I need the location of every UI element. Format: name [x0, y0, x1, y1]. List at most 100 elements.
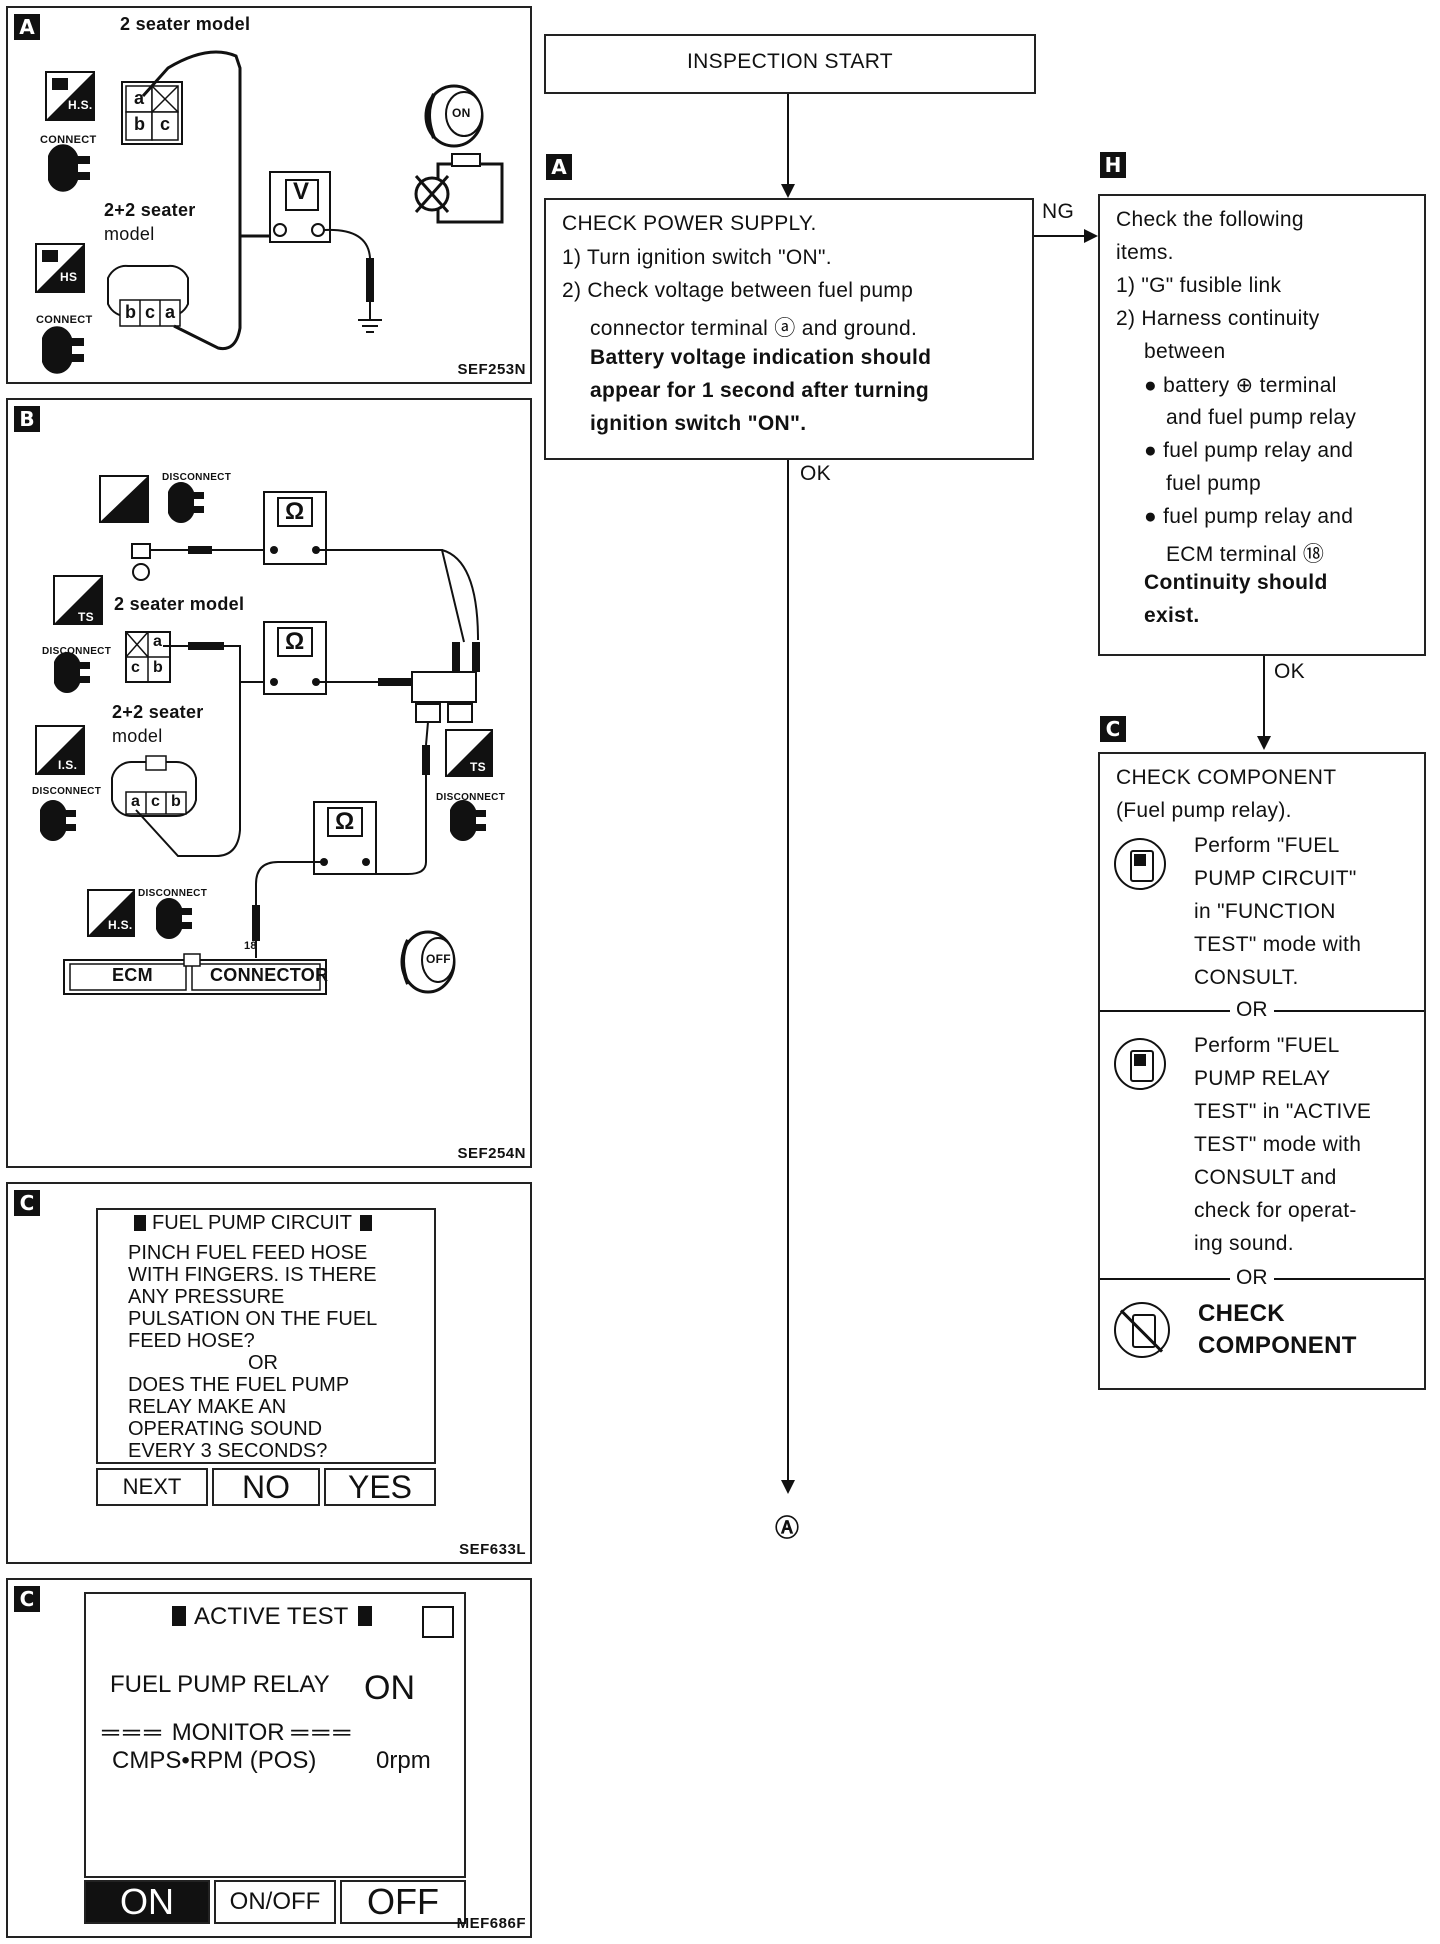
panel-a-connect2: CONNECT	[36, 314, 93, 326]
ok-label-a: OK	[800, 462, 831, 485]
pin-a-22s-b: a	[131, 793, 141, 810]
key-off-label: OFF	[426, 952, 451, 966]
screen-1-line: EVERY 3 SECONDS?	[128, 1440, 328, 1462]
screen-2-checkbox[interactable]	[422, 1606, 454, 1638]
next-button[interactable]: NEXT	[96, 1468, 208, 1506]
step-c-opt1-line: in "FUNCTION	[1194, 900, 1336, 923]
inspection-start-box: INSPECTION START	[544, 34, 1036, 94]
step-h-line: 2) Harness continuity	[1116, 307, 1320, 330]
screen-1-line: DOES THE FUEL PUMP	[128, 1374, 350, 1396]
step-c-opt2-line: TEST" mode with	[1194, 1133, 1362, 1156]
panel-b-ts-1: TS	[78, 610, 94, 624]
step-c-opt2-line: TEST" in "ACTIVE	[1194, 1100, 1372, 1123]
step-h-line: ● fuel pump relay and	[1144, 439, 1354, 462]
step-a-box: CHECK POWER SUPPLY. 1) Turn ignition swi…	[544, 198, 1034, 460]
ok-label-h: OK	[1274, 660, 1305, 683]
ecm-label: ECM	[112, 965, 153, 985]
panel-c2-ref: MEF686F	[456, 1915, 526, 1932]
screen-1-line: FEED HOSE?	[128, 1330, 255, 1352]
screen-1-line: OPERATING SOUND	[128, 1418, 323, 1440]
disconnect-1: DISCONNECT	[162, 472, 232, 483]
panel-b-22seater-label-2: model	[112, 726, 163, 746]
panel-a: A 2 seater model 2+2 seater model	[6, 6, 532, 384]
panel-b-wiring	[35, 475, 493, 995]
pin-b-2s-b: b	[153, 659, 164, 676]
on-button[interactable]: ON	[84, 1880, 210, 1924]
panel-b-ref: SEF254N	[457, 1145, 526, 1162]
step-a-line: 2) Check voltage between fuel pump	[562, 279, 914, 302]
step-h-line: fuel pump	[1166, 472, 1261, 495]
yes-button[interactable]: YES	[324, 1468, 436, 1506]
step-c-title: (Fuel pump relay).	[1116, 799, 1292, 822]
pin-a-2s: a	[134, 88, 145, 108]
on-off-button[interactable]: ON/OFF	[214, 1880, 336, 1924]
panel-b-is: I.S.	[58, 758, 78, 772]
step-h-line: Check the following	[1116, 208, 1304, 231]
disconnect-2: DISCONNECT	[42, 646, 112, 657]
pin-a-2s-b: a	[153, 633, 163, 650]
panel-c1: C FUEL PUMP CIRCUIT PINCH FUEL FEED HOSE…	[6, 1182, 532, 1564]
pin-a-22s: a	[165, 302, 176, 322]
step-h-line: 1) "G" fusible link	[1116, 274, 1282, 297]
meter-2-label: Ω	[285, 628, 305, 655]
panel-c2: C ACTIVE TEST FUEL PUMP RELAY ON ═══ MON…	[6, 1578, 532, 1938]
monitor-label: MONITOR	[171, 1719, 285, 1746]
disconnect-3: DISCONNECT	[32, 786, 102, 797]
no-button[interactable]: NO	[212, 1468, 320, 1506]
end-marker: Ⓐ	[775, 1515, 800, 1542]
or-label-2: OR	[1230, 1266, 1274, 1290]
engine-icon	[414, 153, 504, 224]
panel-b: B	[6, 398, 532, 1168]
monitor-value: 0rpm	[376, 1747, 431, 1774]
pin-c-22s-b: c	[151, 793, 161, 810]
pin-b-2s: b	[134, 114, 146, 134]
step-c-opt2-line: ing sound.	[1194, 1232, 1294, 1255]
connect-icon-2	[42, 326, 84, 374]
monitor-heading: ═══ MONITOR ═══	[102, 1719, 355, 1746]
ng-label: NG	[1042, 200, 1075, 223]
panel-a-tag: A	[14, 14, 40, 40]
screen-1-title-text: FUEL PUMP CIRCUIT	[152, 1212, 353, 1234]
consult-icon	[1114, 838, 1166, 890]
panel-b-22seater-label-1: 2+2 seater	[112, 702, 204, 722]
consult-screen-2: ACTIVE TEST FUEL PUMP RELAY ON ═══ MONIT…	[84, 1592, 466, 1878]
step-a-line: connector terminal ⓐ and ground.	[590, 317, 918, 340]
step-c-opt1-line: CONSULT.	[1194, 966, 1299, 989]
ecm-pin-18: 18	[244, 940, 257, 952]
screen-1-line: PULSATION ON THE FUEL	[128, 1308, 378, 1330]
step-h-line: items.	[1116, 241, 1174, 264]
screen-2-title-text: ACTIVE TEST	[194, 1603, 349, 1630]
step-c-opt1-line: Perform "FUEL	[1194, 834, 1340, 857]
voltmeter-label: V	[293, 178, 310, 205]
step-h-line: ECM terminal ⑱	[1166, 543, 1325, 566]
hs-switch-icon-2	[35, 243, 85, 293]
monitor-item: CMPS•RPM (POS)	[112, 1747, 317, 1774]
key-on-label: ON	[452, 106, 471, 120]
step-c-opt2-line: check for operat-	[1194, 1199, 1357, 1222]
off-button[interactable]: OFF	[340, 1880, 466, 1924]
step-c-title: CHECK COMPONENT	[1116, 766, 1337, 789]
pin-c-2s-b: c	[131, 659, 141, 676]
step-c-box: CHECK COMPONENT (Fuel pump relay). Perfo…	[1098, 752, 1426, 1390]
consult-screen-1: FUEL PUMP CIRCUIT PINCH FUEL FEED HOSE W…	[96, 1208, 436, 1464]
screen-1-lines: PINCH FUEL FEED HOSE WITH FINGERS. IS TH…	[128, 1242, 377, 1462]
2seater-connector	[121, 81, 183, 145]
consult-icon-2	[1114, 1038, 1166, 1090]
step-c-opt1-line: PUMP CIRCUIT"	[1194, 867, 1357, 890]
step-h-line: ● battery ⊕ terminal	[1144, 374, 1337, 397]
panel-b-hs: H.S.	[108, 918, 133, 932]
active-test-value: ON	[364, 1669, 415, 1707]
panel-a-2seater-label: 2 seater model	[120, 14, 251, 34]
connector-label: CONNECTOR	[210, 965, 329, 985]
panel-c1-ref: SEF633L	[459, 1541, 526, 1558]
panel-a-hs2: HS	[60, 270, 78, 284]
inspection-start-label: INSPECTION START	[687, 50, 893, 73]
ignition-key-on-icon	[424, 84, 484, 148]
pin-c-2s: c	[160, 114, 171, 134]
step-c-opt3-line: CHECK	[1198, 1300, 1285, 1327]
step-a-line: CHECK POWER SUPPLY.	[562, 212, 817, 235]
step-h-box: Check the following items. 1) "G" fusibl…	[1098, 194, 1426, 656]
flow-tag-h: H	[1100, 152, 1126, 178]
panel-a-22seater-label-2: model	[104, 224, 155, 244]
panel-a-wiring	[35, 50, 504, 374]
